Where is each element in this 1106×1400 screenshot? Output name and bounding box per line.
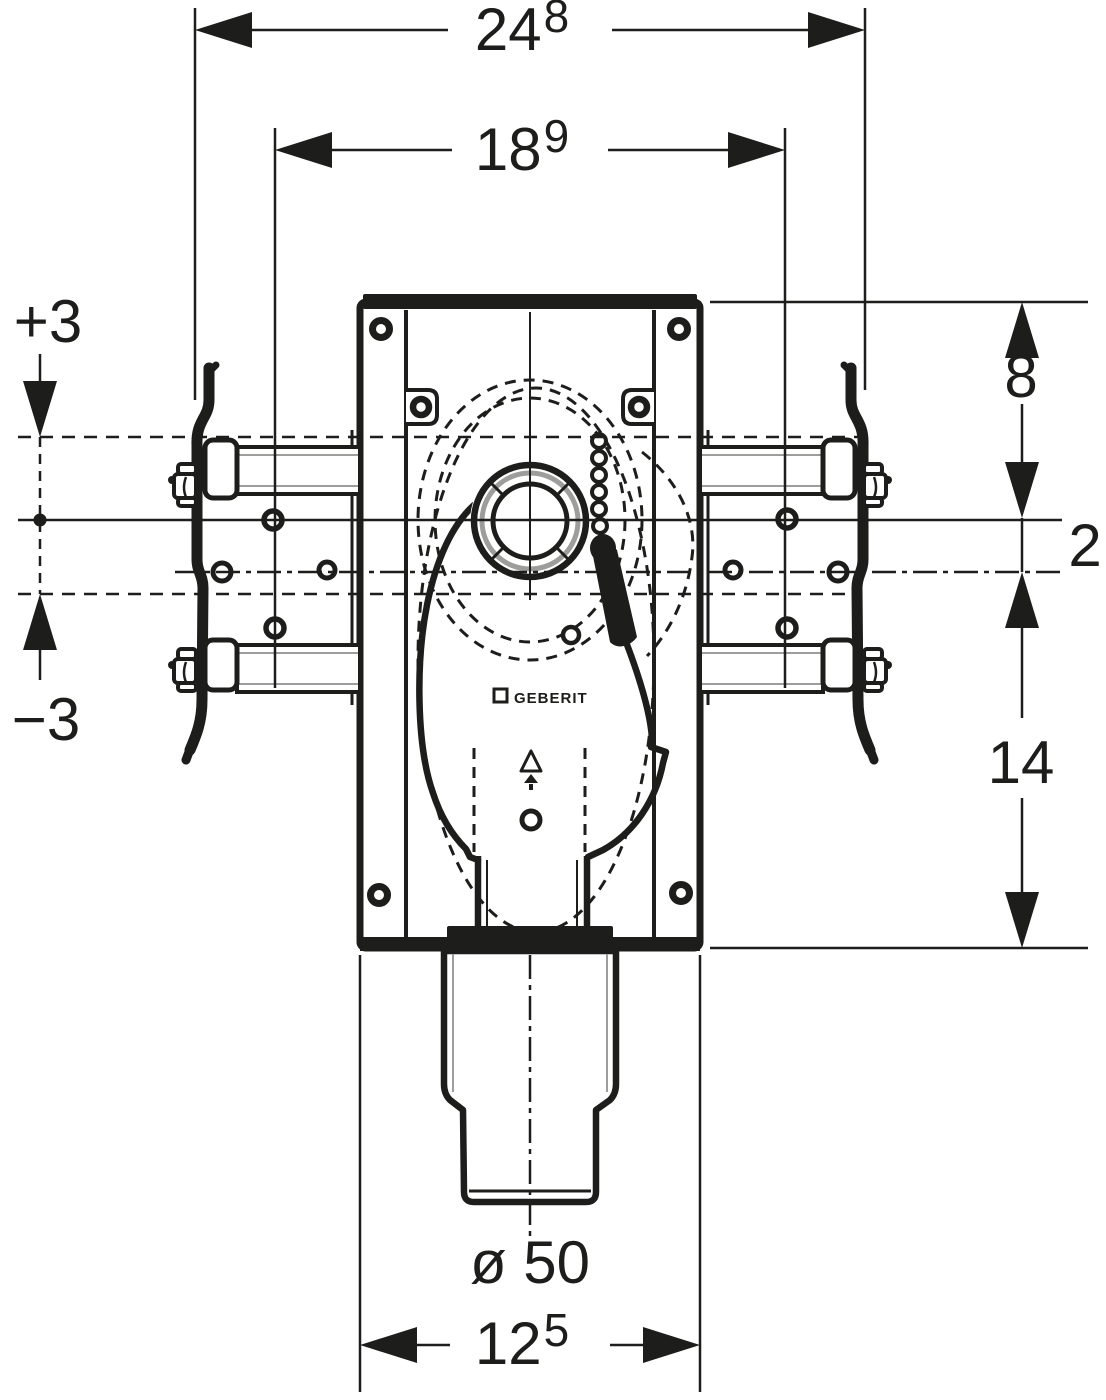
arrow-down <box>1005 892 1039 948</box>
mounting-bracket-left <box>168 361 362 765</box>
inlet-nib-ne <box>554 480 572 498</box>
frame-bottom-bar <box>360 937 700 951</box>
dimension-inner-width: 189 <box>273 110 787 688</box>
outlet-diameter-label: ø 50 <box>470 1229 590 1296</box>
rail-clamp-upper-left <box>202 437 240 501</box>
bell-dashed-arc <box>641 450 695 658</box>
dimension-vertical-chain: 8 2 14 <box>710 300 1102 950</box>
rail-clamp-lower-right <box>820 637 858 693</box>
arrow-left <box>195 12 252 48</box>
corner-screw-tr <box>667 317 691 341</box>
bolt-tip <box>168 661 176 669</box>
chain-bead <box>590 483 608 501</box>
valve-outline-right <box>584 638 670 861</box>
dim-inner-width-label: 189 <box>475 110 569 183</box>
arrow-right <box>808 12 865 48</box>
inlet-nib-se <box>554 545 572 563</box>
centerline-datum-dot <box>33 513 47 527</box>
arrow-up <box>23 594 57 650</box>
level-marker-arrow <box>524 774 538 783</box>
flush-valve <box>416 501 670 932</box>
arrow-right <box>643 1327 700 1363</box>
chain-bead <box>590 449 608 467</box>
arrow-up <box>1005 572 1039 628</box>
adjustment-minus-label: −3 <box>12 686 80 753</box>
frame-top-bar <box>363 294 697 309</box>
rail-right-top-hook <box>840 361 855 376</box>
rail-right-foot <box>863 739 879 765</box>
arrow-down <box>23 381 57 437</box>
brand-logo-text: GEBERIT <box>514 690 588 707</box>
bolt-nut <box>862 496 884 508</box>
dimension-outlet: ø 50 125 <box>358 955 702 1392</box>
corner-screw-bl <box>367 883 391 907</box>
bolt-nut <box>176 496 198 508</box>
dimension-adjustment: +3 −3 <box>12 288 82 753</box>
level-marker-triangle <box>519 749 543 773</box>
rail-right <box>845 362 876 756</box>
rail-clamp-upper-right <box>820 437 858 501</box>
tab-screw-left <box>409 395 433 419</box>
brand-logo-square <box>492 687 509 704</box>
corner-screw-br <box>669 881 693 905</box>
screw-hole <box>560 624 582 646</box>
mounting-bracket-right <box>698 361 892 765</box>
outlet-pipe <box>360 926 700 1206</box>
arrow-up <box>1005 302 1039 358</box>
bolt-nut <box>176 681 198 693</box>
rail-left-foot <box>181 739 197 765</box>
washer-spring <box>872 661 878 683</box>
dim-outer-width-label: 248 <box>475 0 569 63</box>
valve-details: GEBERIT <box>492 624 588 832</box>
bracket-hole <box>316 559 338 581</box>
inlet-nib-sw <box>488 545 506 563</box>
bolt-tip <box>884 476 892 484</box>
arrow-down <box>1005 462 1039 518</box>
adjustment-plus-label: +3 <box>14 288 82 355</box>
washer-spring <box>182 476 188 498</box>
bolt-tip <box>884 661 892 669</box>
rail-left <box>184 362 215 756</box>
trigger-chain <box>590 432 616 562</box>
chain-weight <box>590 534 616 562</box>
dim-2-label: 2 <box>1068 512 1101 579</box>
rail-left-top-hook <box>205 361 220 376</box>
reference-lines <box>18 435 1062 1240</box>
chain-bead <box>590 500 608 518</box>
corner-screw-tl <box>369 317 393 341</box>
dim-8-label: 8 <box>1004 343 1037 410</box>
outlet-socket <box>440 947 620 1206</box>
arrow-right <box>728 132 785 168</box>
valve-outline-left <box>416 501 482 864</box>
chain-bead <box>590 466 608 484</box>
dim-spigot-width-label: 125 <box>475 1304 569 1377</box>
washer-spring <box>872 476 878 498</box>
bolt-tip <box>168 476 176 484</box>
frame-inner-structure <box>363 294 697 938</box>
bracket-hole <box>775 616 799 640</box>
tab-screw-right <box>627 395 651 419</box>
service-hole <box>519 808 543 832</box>
bracket-hole <box>722 559 744 581</box>
inlet-nib-nw <box>488 480 506 498</box>
arrow-left <box>275 132 332 168</box>
rail-clamp-lower-left <box>202 637 240 693</box>
valve-wedge <box>592 544 637 647</box>
bolt-nut <box>862 681 884 693</box>
dim-14-label: 14 <box>988 729 1055 796</box>
arrow-left <box>360 1327 417 1363</box>
washer-spring <box>182 661 188 683</box>
dimension-outer-width: 248 <box>193 0 867 400</box>
